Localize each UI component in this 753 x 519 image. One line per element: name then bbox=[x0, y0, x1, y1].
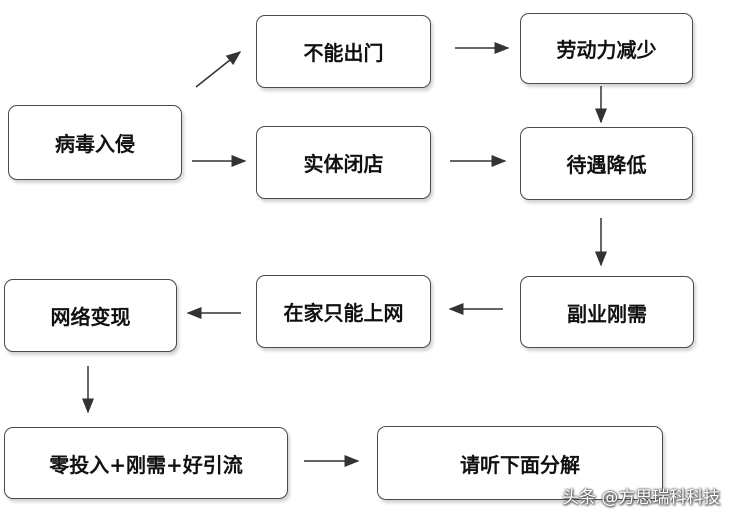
arrow-virus-to-cannot-go-out bbox=[195, 51, 242, 88]
node-side-job-need: 副业刚需 bbox=[520, 276, 694, 348]
node-physical-store-closed: 实体闭店 bbox=[256, 126, 431, 199]
node-labor-decrease: 劳动力减少 bbox=[520, 13, 693, 84]
node-online-at-home: 在家只能上网 bbox=[256, 275, 431, 348]
node-salary-reduced: 待遇降低 bbox=[520, 127, 693, 200]
watermark-text: 头条 @方思瑞科科技 bbox=[562, 488, 721, 508]
node-listen-below: 请听下面分解 bbox=[377, 426, 663, 500]
node-virus-invasion: 病毒入侵 bbox=[8, 105, 182, 180]
node-zero-investment: 零投入+刚需+好引流 bbox=[4, 427, 288, 499]
node-online-monetization: 网络变现 bbox=[4, 279, 177, 352]
node-cannot-go-out: 不能出门 bbox=[256, 15, 431, 88]
